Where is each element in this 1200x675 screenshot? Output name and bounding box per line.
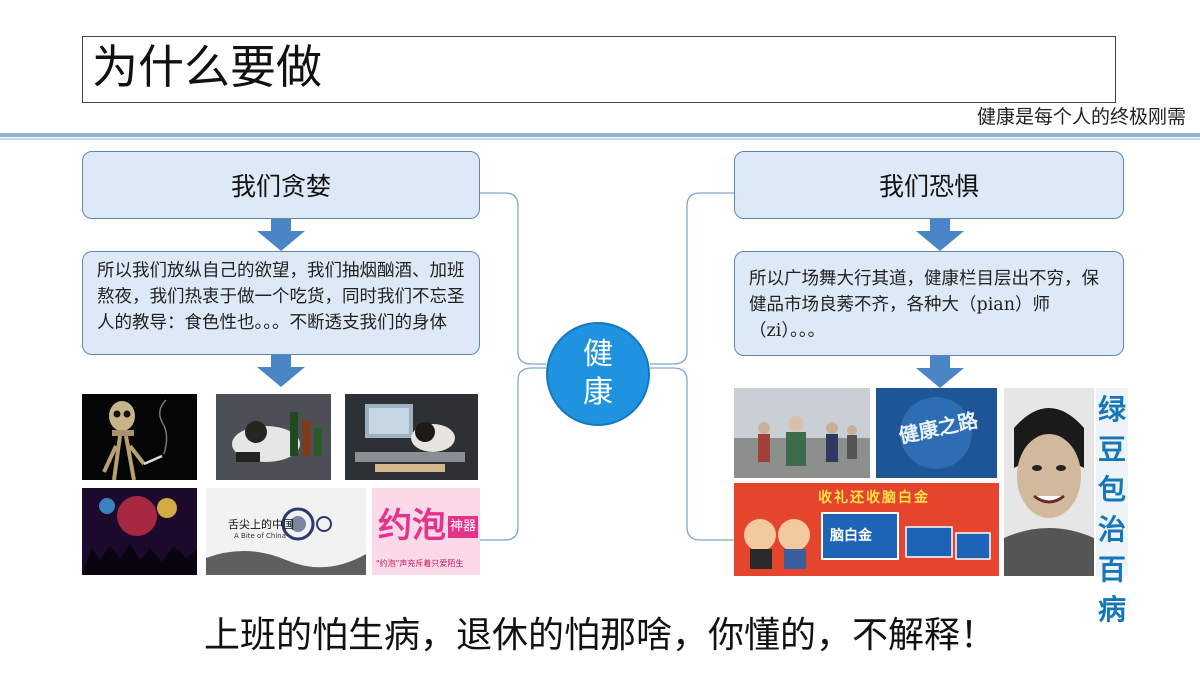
greed-heading-box: 我们贪婪	[82, 151, 480, 219]
photo-bite-of-china: 舌尖上的中国 A Bite of China	[206, 488, 366, 575]
photo-health-tv-show: 健康之路	[876, 388, 997, 478]
footer-text: 上班的怕生病，退休的怕那啥，你懂的，不解释！	[203, 615, 996, 656]
photo-dating-app: 约泡 神器 "约泡"声充斥着只爱陌生	[372, 488, 480, 575]
greed-body: 所以我们放纵自己的欲望，我们抽烟酗酒、加班熬夜，我们热衷于做一个吃货，同时我们不…	[97, 261, 465, 333]
photo-smoking-skeleton	[82, 394, 197, 480]
greed-body-box: 所以我们放纵自己的欲望，我们抽烟酗酒、加班熬夜，我们热衷于做一个吃货，同时我们不…	[82, 251, 480, 355]
bite-of-china-subtitle: A Bite of China	[234, 532, 287, 540]
fear-body-box: 所以广场舞大行其道，健康栏目层出不穷，保健品市场良莠不齐，各种大（pian）师（…	[734, 251, 1124, 356]
header-divider-shadow	[0, 138, 1200, 140]
photo-nightclub	[82, 488, 197, 575]
photo-square-dancing	[734, 388, 870, 478]
banner-char: 包	[1097, 473, 1126, 506]
ad-slogan: 收礼还收脑白金	[818, 490, 930, 506]
photo-overtime-sleeping	[345, 394, 478, 480]
banner-char: 治	[1097, 513, 1126, 546]
photo-master-portrait	[1004, 388, 1094, 576]
dating-big-text: 约泡	[378, 506, 446, 546]
banner-char: 绿	[1097, 393, 1126, 426]
banner-mung-bean: 绿 豆 包 治 百 病	[1096, 388, 1128, 626]
dating-small-text: 神器	[448, 516, 478, 538]
health-circle-line2: 康	[583, 375, 613, 410]
ad-brand: 脑白金	[830, 528, 872, 544]
dating-caption: "约泡"声充斥着只爱陌生	[376, 559, 464, 568]
page-subtitle: 健康是每个人的终极刚需	[976, 106, 1186, 128]
bite-of-china-title: 舌尖上的中国	[228, 518, 294, 531]
banner-char: 豆	[1097, 433, 1126, 466]
photo-drunk-man	[216, 394, 331, 480]
header-divider	[0, 133, 1200, 137]
arrow-down-icon	[916, 356, 964, 388]
title-box	[82, 36, 1116, 103]
health-circle-line1: 健	[583, 337, 613, 372]
fear-heading: 我们恐惧	[878, 172, 979, 201]
photo-naobaijin-ad: 收礼还收脑白金 脑白金	[734, 483, 999, 576]
health-circle: 健 康	[546, 322, 650, 426]
arrow-down-icon	[916, 219, 964, 251]
arrow-down-icon	[257, 219, 305, 251]
fear-heading-box: 我们恐惧	[734, 151, 1124, 219]
arrow-down-icon	[257, 355, 305, 387]
banner-char: 百	[1097, 553, 1126, 586]
greed-heading: 我们贪婪	[230, 172, 331, 201]
banner-char: 病	[1097, 593, 1126, 626]
fear-body: 所以广场舞大行其道，健康栏目层出不穷，保健品市场良莠不齐，各种大（pian）师（…	[749, 269, 1099, 341]
page-title: 为什么要做	[92, 40, 322, 94]
